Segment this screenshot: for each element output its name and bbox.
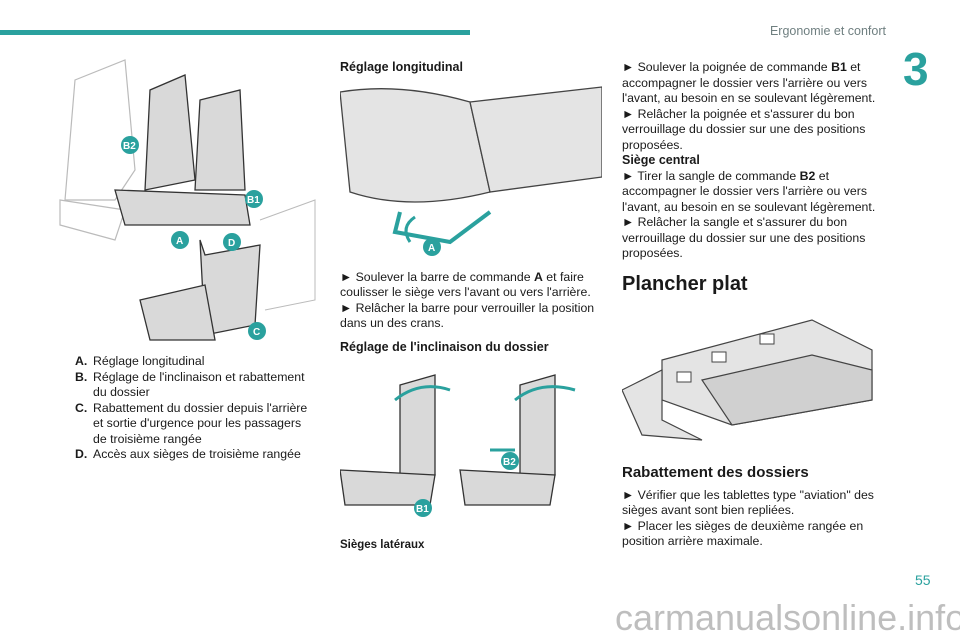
middle-column: Réglage longitudinal A ► Soulever la bar… xyxy=(340,60,602,554)
recline-instructions: ► Soulever la poignée de commande B1 et … xyxy=(622,60,884,262)
fold-instructions: ► Vérifier que les tablettes type "aviat… xyxy=(622,488,884,550)
heading-longitudinal: Réglage longitudinal xyxy=(340,60,463,74)
paragraph: ► Relâcher la poignée et s'assurer du bo… xyxy=(622,106,866,152)
subheading: Siège central xyxy=(622,153,700,167)
heading-fold-backrests: Rabattement des dossiers xyxy=(622,463,809,481)
legend-item: C.Rabattement du dossier depuis l'arrièr… xyxy=(75,400,308,446)
label-d: D xyxy=(228,238,235,249)
right-column: ► Soulever la poignée de commande B1 et … xyxy=(622,60,884,550)
label-a: A xyxy=(428,243,435,254)
label-b1: B1 xyxy=(416,504,429,515)
paragraph: ► Tirer la sangle de commande B2 et acco… xyxy=(622,168,876,214)
longitudinal-instructions: ► Soulever la barre de commande A et fai… xyxy=(340,270,602,332)
label-b1: B1 xyxy=(247,195,260,206)
paragraph: ► Relâcher la sangle et s'assurer du bon… xyxy=(622,215,866,260)
chapter-number: 3 xyxy=(903,43,929,95)
heading-recline: Réglage de l'inclinaison du dossier xyxy=(340,339,549,354)
paragraph: ► Soulever la poignée de commande B1 et … xyxy=(622,60,876,105)
legend-list: A.Réglage longitudinal B.Réglage de l'in… xyxy=(75,354,315,463)
heading-flat-floor: Plancher plat xyxy=(622,272,748,295)
label-c: C xyxy=(253,327,260,338)
label-a: A xyxy=(176,236,183,247)
paragraph: ► Relâcher la barre pour verrouiller la … xyxy=(340,300,595,331)
paragraph: ► Soulever la barre de commande A et fai… xyxy=(340,269,591,300)
legend-item: A.Réglage longitudinal xyxy=(75,354,205,368)
legend-item: B.Réglage de l'inclinaison et rabattemen… xyxy=(75,369,305,400)
header-bar xyxy=(0,30,470,35)
label-b2: B2 xyxy=(123,141,136,152)
paragraph: ► Placer les sièges de deuxième rangée e… xyxy=(622,518,864,549)
paragraph: ► Vérifier que les tablettes type "aviat… xyxy=(622,487,874,518)
watermark: carmanualsonline.info xyxy=(615,597,960,638)
legend-item: D.Accès aux sièges de troisième rangée xyxy=(75,447,301,461)
flat-floor-illustration xyxy=(622,318,873,441)
longitudinal-illustration: A xyxy=(340,85,602,256)
page-number: 55 xyxy=(915,572,931,588)
recline-illustration: B1 B2 xyxy=(340,374,576,517)
label-b2: B2 xyxy=(503,457,516,468)
seats-overview-illustration: B2 B1 A D C xyxy=(59,59,316,341)
section-title: Ergonomie et confort xyxy=(769,24,886,38)
caption-side-seats: Sièges latéraux xyxy=(340,539,425,551)
